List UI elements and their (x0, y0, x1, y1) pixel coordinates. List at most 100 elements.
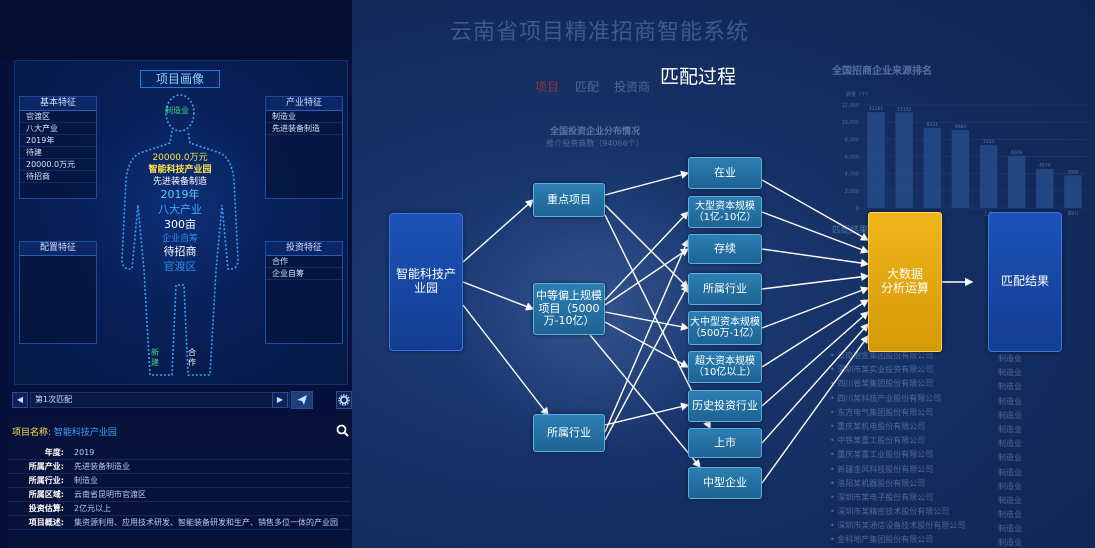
feature-item: 官渡区 (20, 111, 96, 123)
analysis-engine-node[interactable]: 大数据 分析运算 (868, 212, 942, 352)
match-result-node[interactable]: 匹配结果 (988, 212, 1062, 352)
resource-feature-title: 配置特征 (20, 242, 96, 256)
company-industry: 制造业 (998, 396, 1022, 406)
company-row: • 云南冶金集团股份有限公司制造业 (830, 350, 1095, 364)
send-icon (297, 395, 307, 405)
feature-item: 制造业 (266, 111, 342, 123)
detail-row: 所属行业:制造业 (8, 474, 350, 488)
tab-match[interactable]: 匹配 (575, 80, 600, 94)
company-name: • 四川某科技产业股份有限公司 (830, 393, 942, 403)
chart-data-label: 9331 (927, 122, 939, 128)
company-row: • 洛阳某机器股份有限公司制造业 (830, 478, 1095, 492)
flow-criteria-node[interactable]: 超大资本规模（10亿以上） (688, 351, 762, 383)
source-ranking-chart: 数量（个） 02,0004,0006,0008,00010,00012,0001… (842, 91, 1087, 217)
company-row: • 重庆某机电股份有限公司 制造业 (830, 421, 1095, 435)
company-name: • 东方电气集团股份有限公司 (830, 407, 934, 417)
settings-button[interactable] (336, 391, 352, 409)
company-row: • 四川省某集团股份有限公司制造业 (830, 378, 1095, 392)
company-industry: 制造业 (998, 495, 1022, 505)
figure-line: 先进装备制造 (152, 177, 207, 187)
chart-x-tick: 四川 (1068, 211, 1078, 217)
company-row: • 金科地产集团股份有限公司 制造业 (830, 534, 1095, 548)
company-industry: 制造业 (998, 410, 1022, 420)
gear-icon (338, 394, 350, 406)
chart-data-label: 7333 (983, 139, 995, 145)
search-icon[interactable] (336, 424, 349, 437)
company-row: • 深圳市某通信设备技术股份有限公司 制造业 (830, 520, 1095, 534)
feature-item: 待建 (20, 147, 96, 159)
flow-criteria-node[interactable]: 存续 (688, 234, 762, 264)
industry-feature-list: 制造业先进装备制造 (266, 111, 342, 135)
invest-feature-box: 投资特征 合作企业自筹 (265, 241, 343, 344)
chart-y-tick: 2,000 (845, 189, 859, 195)
company-row: • 深圳市某精密技术股份有限公司 制造业 (830, 506, 1095, 520)
flow-criteria-node[interactable]: 中型企业 (688, 467, 762, 499)
flow-criteria-node[interactable]: 所属行业 (688, 273, 762, 305)
figure-line: 智能科技产业园 (148, 165, 212, 175)
flow-criteria-node[interactable]: 上市 (688, 428, 762, 458)
company-name: • 深圳市某通信设备技术股份有限公司 (830, 521, 966, 531)
tab-project[interactable]: 项目 (535, 80, 560, 94)
tab-investor[interactable]: 投资商 (614, 80, 651, 94)
company-row: • 深圳市某实业投资有限公司制造业 (830, 364, 1095, 378)
feature-item: 20000.0万元 (20, 159, 96, 171)
industry-feature-title: 产业特征 (266, 97, 342, 111)
flow-middle-node[interactable]: 所属行业 (533, 414, 605, 452)
map-subtitle: 推介投资商数（94066个） (546, 139, 644, 148)
detail-key: 所属区域: (28, 490, 64, 499)
company-name: • 深圳市某电子股份有限公司 (830, 492, 934, 502)
invest-feature-title: 投资特征 (266, 242, 342, 256)
detail-value: 2亿元以上 (74, 504, 112, 513)
company-row: • 重庆某重工业股份有限公司 制造业 (830, 449, 1095, 463)
company-industry: 制造业 (998, 524, 1022, 534)
left-header-strip (0, 0, 352, 60)
next-match-button[interactable]: ▶ (272, 392, 288, 408)
company-name: • 重庆某重工业股份有限公司 (830, 450, 934, 460)
company-name: • 新疆金风科技股份有限公司 (830, 464, 934, 474)
detail-key: 所属行业: (28, 476, 64, 485)
chart-y-tick: 12,000 (842, 103, 860, 109)
company-name: • 深圳市某精密技术股份有限公司 (830, 507, 950, 517)
send-button[interactable] (291, 391, 313, 409)
company-list: • 云南冶金集团股份有限公司制造业• 深圳市某实业投资有限公司制造业• 四川省某… (830, 350, 1095, 548)
detail-key: 投资估算: (28, 504, 64, 513)
feature-item: 合作 (266, 256, 342, 268)
feature-item: 八大产业 (20, 123, 96, 135)
map-title: 全国投资企业分布情况 (549, 127, 640, 137)
company-name: • 洛阳某机器股份有限公司 (830, 478, 926, 488)
company-industry: 制造业 (998, 467, 1022, 477)
prev-match-button[interactable]: ◀ (12, 392, 28, 408)
figure-text-stack: 20000.0万元 智能科技产业园 先进装备制造 2019年 八大产业 300亩… (120, 150, 240, 273)
flow-criteria-node[interactable]: 在业 (688, 157, 762, 189)
company-name: • 重庆某机电股份有限公司 (830, 421, 926, 431)
company-name: • 金科地产集团股份有限公司 (830, 535, 934, 545)
company-industry: 制造业 (998, 538, 1022, 548)
company-row: • 四川某科技产业股份有限公司 制造业 (830, 393, 1095, 407)
flow-criteria-node[interactable]: 大型资本规模（1亿-10亿） (688, 196, 762, 228)
project-name-row: 项目名称: 智能科技产业园 (12, 425, 117, 438)
chart-y-tick: 10,000 (842, 120, 860, 126)
chart-data-label: 9083 (955, 124, 967, 130)
company-industry: 制造业 (998, 453, 1022, 463)
match-select[interactable]: 第1次匹配 (30, 392, 290, 408)
detail-key: 年度: (44, 448, 64, 457)
detail-key: 所属产业: (28, 462, 64, 471)
chart-y-tick: 8,000 (845, 137, 859, 143)
company-industry: 制造业 (998, 510, 1022, 520)
flow-middle-node[interactable]: 中等偏上规模项目（5000万-10亿） (533, 283, 605, 335)
figure-head-text: 制造业 (165, 106, 189, 115)
chart-data-label: 11152 (897, 106, 911, 112)
chart-data-label: 6076 (1011, 150, 1023, 156)
company-row: • 中铁某重工股份有限公司制造业 (830, 435, 1095, 449)
company-industry: 制造业 (998, 424, 1022, 434)
chart-bar (951, 130, 970, 208)
flow-middle-node[interactable]: 重点项目 (533, 183, 605, 217)
detail-key: 项目概述: (28, 518, 64, 527)
flow-criteria-node[interactable]: 大中型资本规模（500万-1亿） (688, 311, 762, 345)
flow-criteria-node[interactable]: 历史投资行业 (688, 390, 762, 422)
figure-line: 待招商 (163, 245, 197, 258)
flow-source-node[interactable]: 智能科技产业园 (389, 213, 463, 351)
detail-row: 项目概述:集资源利用、应用技术研发、智能装备研发和生产、销售多位一体的产业园 (8, 516, 350, 530)
